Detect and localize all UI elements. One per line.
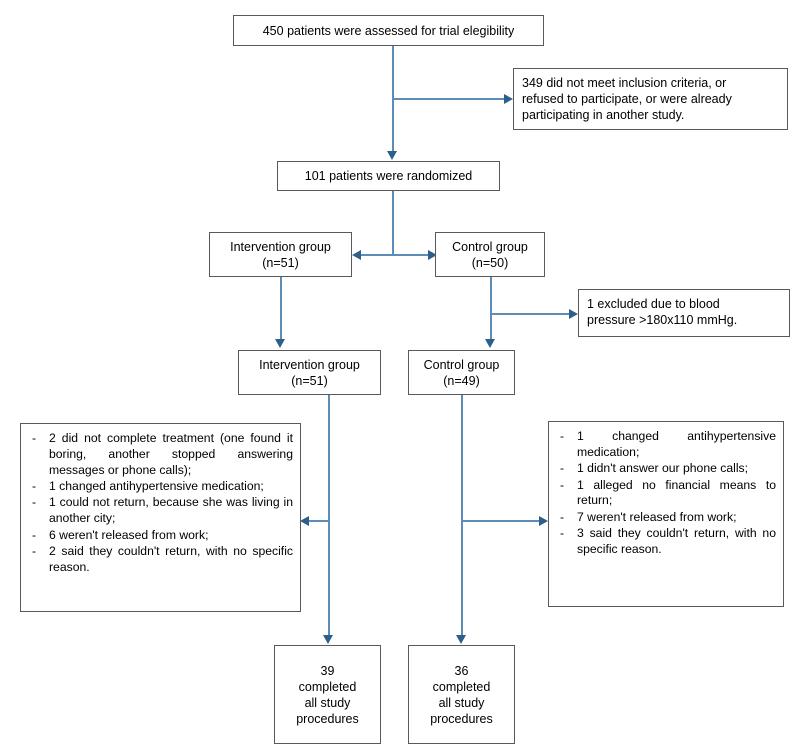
list-item: 1 changed antihypertensive medication; bbox=[555, 429, 776, 461]
intervention-losses-item-1: 2 did not complete treatment (one found … bbox=[49, 431, 293, 477]
excluded-bp-line-1: 1 excluded due to blood bbox=[587, 297, 720, 311]
node-control-losses: 1 changed antihypertensive medication; 1… bbox=[548, 421, 784, 607]
connector-intervention-to-losses bbox=[308, 520, 330, 522]
control-allocated-title: Control group bbox=[452, 239, 528, 254]
node-control-allocated: Control group (n=50) bbox=[435, 232, 545, 277]
arrowhead-intervention-completed bbox=[323, 635, 333, 644]
connector-control-allocated-to-followup bbox=[490, 277, 492, 343]
connector-control-followup-to-completed bbox=[461, 395, 463, 639]
node-randomized: 101 patients were randomized bbox=[277, 161, 500, 191]
arrowhead-randomized bbox=[387, 151, 397, 160]
list-item: 1 could not return, because she was livi… bbox=[27, 495, 293, 527]
node-intervention-losses: 2 did not complete treatment (one found … bbox=[20, 423, 301, 612]
connector-assessed-to-excluded bbox=[392, 98, 505, 100]
list-item: 3 said they couldn't return, with no spe… bbox=[555, 526, 776, 558]
randomized-label: 101 patients were randomized bbox=[304, 169, 473, 183]
intervention-completed-count: 39 bbox=[320, 663, 335, 678]
node-excluded-screening: 349 did not meet inclusion criteria, or … bbox=[513, 68, 788, 130]
control-followup-title: Control group bbox=[423, 357, 500, 372]
control-losses-item-1: 1 changed antihypertensive medication; bbox=[577, 429, 776, 459]
connector-intervention-allocated-to-followup bbox=[280, 277, 282, 343]
connector-randomized-stem bbox=[392, 190, 394, 256]
list-item: 6 weren't released from work; bbox=[27, 528, 293, 544]
node-control-completed: 36 completed all study procedures bbox=[408, 645, 515, 744]
intervention-completed-line-4: procedures bbox=[296, 711, 359, 726]
control-completed-line-3: all study bbox=[438, 695, 485, 710]
arrowhead-control-followup bbox=[485, 339, 495, 348]
excluded-bp-line-2: pressure >180x110 mmHg. bbox=[587, 313, 738, 327]
control-losses-item-4: 7 weren't released from work; bbox=[577, 509, 737, 524]
control-losses-list: 1 changed antihypertensive medication; 1… bbox=[555, 429, 776, 558]
intervention-losses-item-3: 1 could not return, because she was livi… bbox=[49, 495, 293, 526]
intervention-losses-item-5: 2 said they couldn't return, with no spe… bbox=[49, 544, 293, 574]
node-intervention-followup: Intervention group (n=51) bbox=[238, 350, 381, 395]
excluded-screening-line-1: 349 did not meet inclusion criteria, or bbox=[522, 76, 727, 90]
control-completed-line-4: procedures bbox=[430, 711, 493, 726]
arrowhead-intervention-allocated bbox=[352, 249, 361, 260]
node-intervention-completed: 39 completed all study procedures bbox=[274, 645, 381, 744]
node-intervention-allocated: Intervention group (n=51) bbox=[209, 232, 352, 277]
node-assessed-for-eligibility: 450 patients were assessed for trial ele… bbox=[233, 15, 544, 46]
excluded-screening-line-2: refused to participate, or were already bbox=[522, 92, 732, 106]
arrowhead-excluded-screening bbox=[504, 93, 513, 104]
arrowhead-control-losses bbox=[539, 515, 548, 526]
intervention-completed-line-3: all study bbox=[304, 695, 351, 710]
arrowhead-control-allocated bbox=[428, 249, 437, 260]
intervention-followup-title: Intervention group bbox=[259, 357, 360, 372]
control-allocated-count: (n=50) bbox=[471, 255, 509, 270]
control-followup-count: (n=49) bbox=[443, 373, 480, 388]
list-item: 1 didn't answer our phone calls; bbox=[555, 461, 776, 477]
arrowhead-intervention-losses bbox=[300, 515, 309, 526]
connector-control-to-excluded-bp bbox=[490, 313, 570, 315]
list-item: 7 weren't released from work; bbox=[555, 510, 776, 526]
excluded-screening-line-3: participating in another study. bbox=[522, 108, 685, 122]
connector-control-to-losses bbox=[461, 520, 540, 522]
intervention-losses-item-2: 1 changed antihypertensive medication; bbox=[49, 479, 264, 494]
control-completed-line-2: completed bbox=[432, 679, 491, 694]
arrowhead-excluded-bp bbox=[569, 308, 578, 319]
arrowhead-intervention-followup bbox=[275, 339, 285, 348]
connector-intervention-followup-to-completed bbox=[328, 395, 330, 639]
control-losses-item-5: 3 said they couldn't return, with no spe… bbox=[577, 526, 776, 557]
control-losses-item-2: 1 didn't answer our phone calls; bbox=[577, 461, 749, 476]
list-item: 1 changed antihypertensive medication; bbox=[27, 479, 293, 495]
connector-assessed-to-randomized bbox=[392, 46, 394, 156]
list-item: 1 alleged no financial means to return; bbox=[555, 478, 776, 510]
intervention-losses-item-4: 6 weren't released from work; bbox=[49, 527, 209, 542]
intervention-allocated-count: (n=51) bbox=[262, 255, 299, 270]
arrowhead-control-completed bbox=[456, 635, 466, 644]
list-item: 2 did not complete treatment (one found … bbox=[27, 431, 293, 479]
list-item: 2 said they couldn't return, with no spe… bbox=[27, 544, 293, 576]
control-completed-count: 36 bbox=[454, 663, 469, 678]
control-losses-item-3: 1 alleged no financial means to return; bbox=[577, 477, 776, 508]
node-excluded-blood-pressure: 1 excluded due to blood pressure >180x11… bbox=[578, 289, 790, 337]
assessed-label: 450 patients were assessed for trial ele… bbox=[262, 23, 515, 38]
intervention-completed-line-2: completed bbox=[298, 679, 357, 694]
node-control-followup: Control group (n=49) bbox=[408, 350, 515, 395]
intervention-losses-list: 2 did not complete treatment (one found … bbox=[27, 431, 293, 576]
intervention-followup-count: (n=51) bbox=[291, 373, 328, 388]
intervention-allocated-title: Intervention group bbox=[230, 239, 331, 254]
connector-allocation-split bbox=[358, 254, 430, 256]
